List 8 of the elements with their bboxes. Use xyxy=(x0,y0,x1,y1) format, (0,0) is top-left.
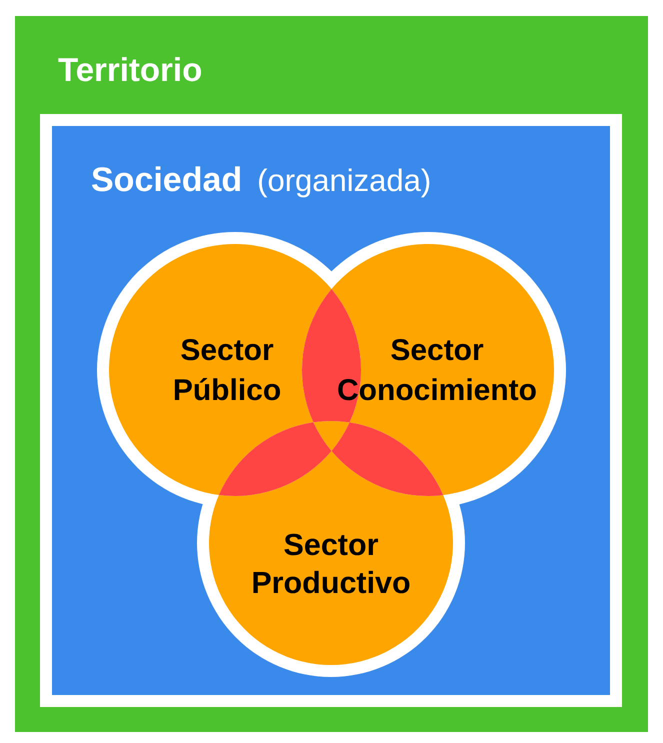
panel-title: Sociedad xyxy=(91,160,242,201)
circle-label: Sector Productivo xyxy=(250,527,412,602)
panel-subtitle: (organizada) xyxy=(257,162,432,200)
inner-panel xyxy=(40,114,622,707)
circle-label: Sector Público xyxy=(172,333,282,409)
panel-title: Territorio xyxy=(58,50,202,90)
circle-label: Sector Conocimiento xyxy=(336,333,538,409)
outer-panel xyxy=(15,16,648,732)
